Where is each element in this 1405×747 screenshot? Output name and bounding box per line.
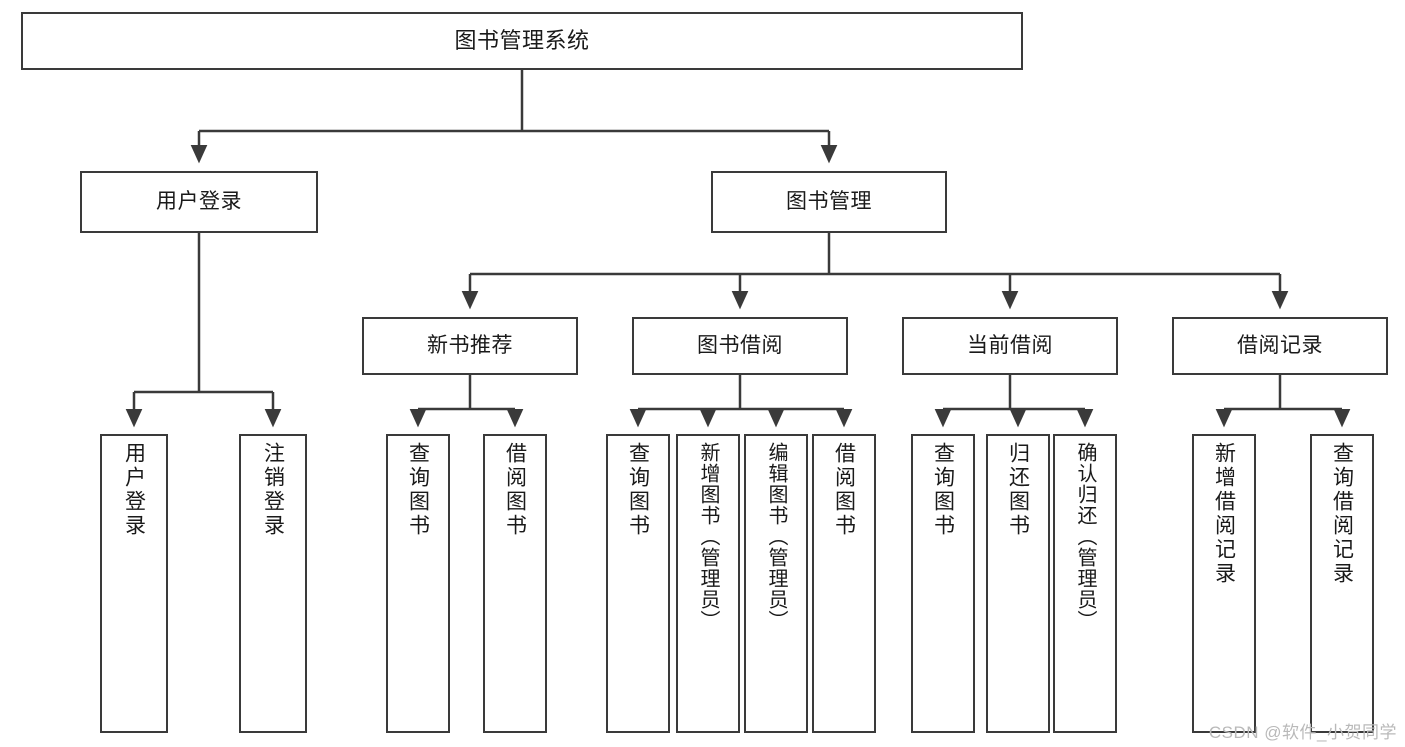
node-user-login[interactable]: 用户登录 [80,171,318,233]
node-nbr-query-book[interactable]: 查询图书 [386,434,450,733]
node-user-login-label: 用户登录 [156,189,242,213]
edges-current-borrow-to-leaves [934,375,1094,428]
edges-user-login-to-leaves [125,233,282,428]
node-borrow-record[interactable]: 借阅记录 [1172,317,1388,375]
node-leaf-user-login[interactable]: 用户登录 [100,434,168,733]
node-borrow-record-label: 借阅记录 [1237,333,1323,357]
node-leaf-user-login-label: 用户登录 [122,442,146,538]
node-br-add-record[interactable]: 新增借阅记录 [1192,434,1256,733]
node-new-book-recommend[interactable]: 新书推荐 [362,317,578,375]
node-bb-borrow-book-label: 借阅图书 [832,442,856,538]
csdn-watermark: CSDN @软件_小贺同学 [1208,723,1397,742]
node-bb-query-book[interactable]: 查询图书 [606,434,670,733]
node-br-add-record-label: 新增借阅记录 [1212,442,1236,586]
node-bb-add-book[interactable]: 新增图书（管理员） [676,434,740,733]
node-new-book-recommend-label: 新书推荐 [427,333,513,357]
node-cb-confirm-return-label: 确认归还（管理员） [1074,442,1096,631]
node-leaf-logout-label: 注销登录 [261,442,285,538]
node-root[interactable]: 图书管理系统 [21,12,1023,70]
node-book-borrow-label: 图书借阅 [697,333,783,357]
node-current-borrow-label: 当前借阅 [967,333,1053,357]
edges-book-borrow-to-leaves [629,375,853,428]
edges-borrow-record-to-leaves [1215,375,1351,428]
node-cb-return-book[interactable]: 归还图书 [986,434,1050,733]
node-bb-add-book-label: 新增图书（管理员） [697,442,719,631]
edges-new-book-recommend-to-leaves [409,375,524,428]
node-nbr-query-book-label: 查询图书 [406,442,430,538]
node-nbr-borrow-book[interactable]: 借阅图书 [483,434,547,733]
node-book-borrow[interactable]: 图书借阅 [632,317,848,375]
node-bb-query-book-label: 查询图书 [626,442,650,538]
edges-root-to-level2 [190,70,838,164]
node-bb-borrow-book[interactable]: 借阅图书 [812,434,876,733]
node-bb-edit-book[interactable]: 编辑图书（管理员） [744,434,808,733]
node-br-query-record-label: 查询借阅记录 [1330,442,1354,586]
edges-book-manage-to-level3 [461,233,1289,310]
node-br-query-record[interactable]: 查询借阅记录 [1310,434,1374,733]
node-cb-query-book-label: 查询图书 [931,442,955,538]
node-nbr-borrow-book-label: 借阅图书 [503,442,527,538]
node-leaf-logout[interactable]: 注销登录 [239,434,307,733]
node-cb-return-book-label: 归还图书 [1006,442,1030,538]
node-cb-confirm-return[interactable]: 确认归还（管理员） [1053,434,1117,733]
node-root-label: 图书管理系统 [454,28,590,54]
node-current-borrow[interactable]: 当前借阅 [902,317,1118,375]
node-cb-query-book[interactable]: 查询图书 [911,434,975,733]
node-book-manage[interactable]: 图书管理 [711,171,947,233]
node-book-manage-label: 图书管理 [786,189,872,213]
node-bb-edit-book-label: 编辑图书（管理员） [765,442,787,631]
